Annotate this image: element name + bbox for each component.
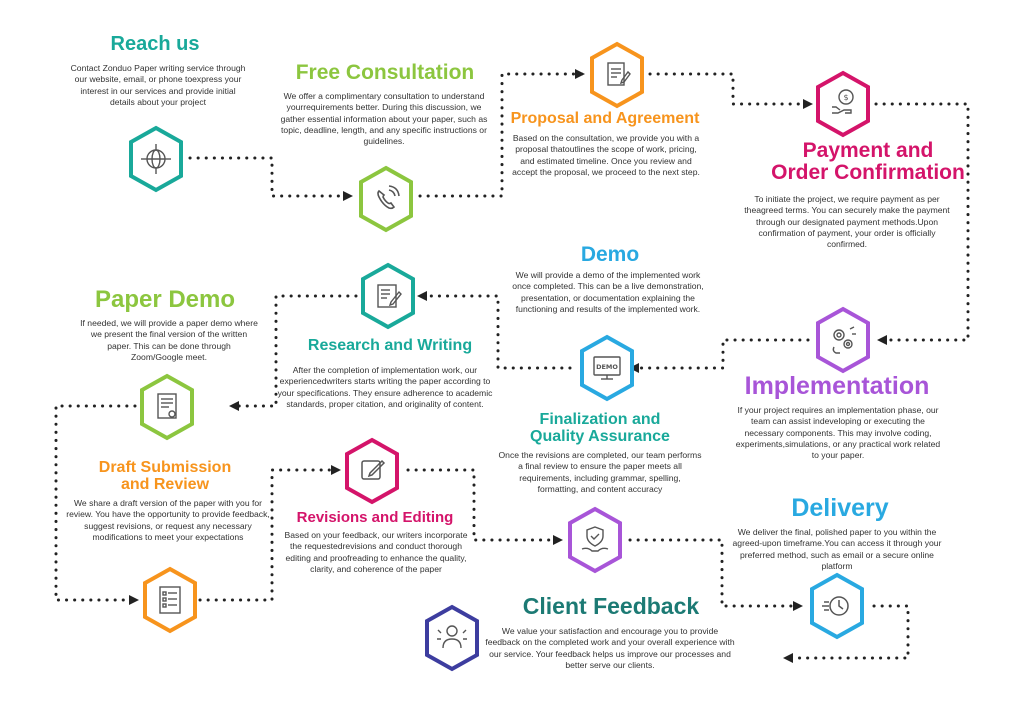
implementation-description: If your project requires an implementati…	[735, 405, 941, 461]
client-feedback-description: We value your satisfaction and encourage…	[485, 626, 735, 671]
finalization-title-line1: Finalization and	[539, 411, 661, 428]
connector-implementation-to-demo	[629, 338, 810, 373]
connector-proposal-to-payment	[648, 72, 813, 109]
demo-title: Demo	[580, 243, 640, 266]
proposal-description: Based on the consultation, we provide yo…	[512, 133, 700, 178]
gears-lightbulb-icon	[816, 306, 870, 374]
paper-demo-node	[136, 372, 198, 442]
proposal-node	[586, 40, 648, 110]
reach-us-description: Contact Zonduo Paper writing service thr…	[70, 63, 246, 108]
paper-certificate-icon	[140, 373, 194, 441]
demo-screen-icon: DEMO	[580, 334, 634, 402]
connector-delivery-to-feedback	[783, 604, 910, 663]
connector-reach-to-consultation	[188, 156, 353, 201]
revisions-node	[341, 436, 403, 506]
demo-icon-label: DEMO	[596, 363, 618, 371]
research-node	[357, 261, 419, 331]
payment-title: Payment and Order Confirmation	[755, 139, 981, 185]
client-feedback-node	[421, 603, 483, 673]
delivery-description: We deliver the final, polished paper to …	[732, 527, 942, 572]
revisions-description: Based on your feedback, our writers inco…	[284, 530, 468, 575]
svg-text:$: $	[843, 93, 848, 102]
finalization-node	[564, 505, 626, 575]
connector-revisions-to-finalization	[406, 468, 563, 545]
document-pen-icon	[590, 41, 644, 109]
draft-title-line2: and Review	[120, 475, 210, 493]
draft-description: We share a draft version of the paper wi…	[66, 498, 270, 543]
finalization-description: Once the revisions are completed, our te…	[498, 450, 702, 495]
research-title: Research and Writing	[307, 337, 473, 354]
free-consultation-title: Free Consultation	[295, 61, 475, 84]
draft-title-line1: Draft Submission	[98, 459, 232, 476]
connector-draft-to-revisions	[198, 465, 341, 602]
revisions-title: Revisions and Editing	[296, 509, 454, 526]
implementation-node	[812, 305, 874, 375]
payment-title-line1: Payment and	[802, 139, 934, 162]
free-consultation-node	[355, 164, 417, 234]
draft-title: Draft Submission and Review	[70, 459, 260, 494]
delivery-node	[806, 571, 868, 641]
draft-node	[139, 565, 201, 635]
money-hand-icon: $	[816, 70, 870, 138]
connector-payment-to-implementation	[874, 102, 970, 345]
client-feedback-title: Client Feedback	[522, 593, 700, 619]
implementation-title: Implementation	[744, 372, 930, 400]
proposal-title: Proposal and Agreement	[510, 110, 700, 127]
paper-demo-description: If needed, we will provide a paper demo …	[80, 318, 258, 363]
delivery-title: Delivery	[791, 494, 889, 522]
reach-us-node	[125, 124, 187, 194]
phone-icon	[359, 165, 413, 233]
payment-title-line2: Order Confirmation	[771, 161, 965, 185]
checklist-icon	[143, 566, 197, 634]
connector-paper-demo-to-draft	[54, 404, 139, 605]
finalization-title: Finalization and Quality Assurance	[505, 411, 695, 446]
demo-description: We will provide a demo of the implemente…	[512, 270, 704, 315]
finalization-title-line2: Quality Assurance	[530, 427, 670, 445]
shield-check-hands-icon	[568, 506, 622, 574]
person-star-icon	[425, 604, 479, 672]
demo-node: DEMO	[576, 333, 638, 403]
reach-us-title: Reach us	[110, 33, 200, 55]
paper-demo-title: Paper Demo	[94, 286, 236, 313]
globe-network-icon	[129, 125, 183, 193]
research-description: After the completion of implementation w…	[277, 365, 493, 410]
connector-consultation-to-proposal	[418, 69, 585, 198]
edit-pencil-icon	[345, 437, 399, 505]
clock-speed-icon	[810, 572, 864, 640]
connector-research-to-paper-demo	[229, 294, 358, 411]
payment-node: $	[812, 69, 874, 139]
writing-note-icon	[361, 262, 415, 330]
payment-description: To initiate the project, we require paym…	[744, 194, 950, 250]
free-consultation-description: We offer a complimentary consultation to…	[280, 91, 488, 147]
